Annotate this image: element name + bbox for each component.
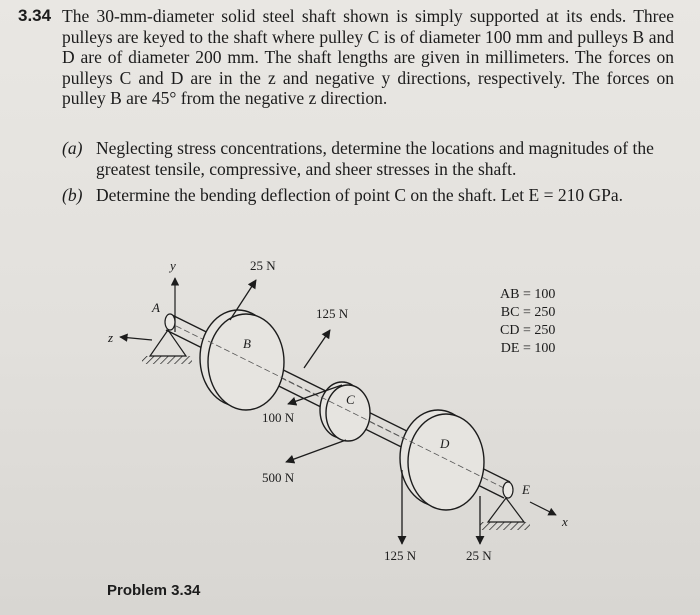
part-a-text: Neglecting stress concentrations, determ… <box>96 138 654 179</box>
problem-statement: The 30-mm-diameter solid steel shaft sho… <box>62 6 674 108</box>
point-d-label: D <box>439 436 450 451</box>
force-label-3: 100 N <box>262 410 295 425</box>
y-axis-label: y <box>168 258 176 273</box>
force-arrow-2 <box>303 329 331 369</box>
force-label-4: 500 N <box>262 470 295 485</box>
point-c-label: C <box>346 392 355 407</box>
force-label-5: 125 N <box>384 548 417 563</box>
support-e <box>480 497 530 530</box>
support-a <box>142 328 192 364</box>
length-bc: BC = 250 <box>500 305 556 320</box>
x-axis-label: x <box>561 514 568 529</box>
part-b-label: (b) <box>62 185 83 205</box>
force-arrow-3 <box>287 384 343 406</box>
force-arrow-4 <box>285 439 347 464</box>
shaft-lengths: AB = 100 BC = 250 CD = 250 DE = 100 <box>500 286 555 358</box>
problem-parts: (a) Neglecting stress concentrations, de… <box>62 138 672 212</box>
part-a-label: (a) <box>62 138 83 158</box>
part-b-text: Determine the bending deflection of poin… <box>96 185 623 205</box>
problem-number: 3.34 <box>18 6 52 25</box>
pulley-d <box>399 409 485 511</box>
point-e-label: E <box>521 482 530 497</box>
shaft-figure: y z x <box>90 250 690 570</box>
z-axis-label: z <box>107 330 113 345</box>
shaft-diagram: y z x <box>107 258 568 563</box>
part-a: (a) Neglecting stress concentrations, de… <box>62 138 672 179</box>
length-ab: AB = 100 <box>500 287 556 302</box>
force-label-1: 25 N <box>250 258 276 273</box>
point-a-label: A <box>151 300 160 315</box>
figure-caption: Problem 3.34 <box>107 582 201 599</box>
force-arrow-1 <box>229 279 257 321</box>
pulley-b <box>199 309 285 411</box>
part-b: (b) Determine the bending deflection of … <box>62 185 672 206</box>
point-b-label: B <box>243 336 251 351</box>
force-label-2: 125 N <box>316 306 349 321</box>
shaft-centerline <box>207 340 481 477</box>
pulley-c <box>319 381 371 442</box>
x-axis <box>529 501 557 516</box>
force-label-6: 25 N <box>466 548 492 563</box>
z-axis <box>119 333 153 342</box>
length-cd: CD = 250 <box>500 323 556 338</box>
length-de: DE = 100 <box>500 341 556 356</box>
